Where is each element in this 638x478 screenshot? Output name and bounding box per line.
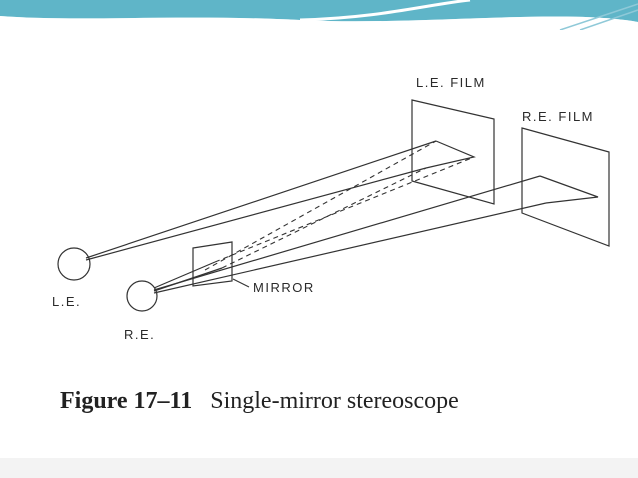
right-eye-ray-top	[153, 175, 541, 291]
figure-number: Figure 17–11	[60, 388, 193, 414]
mirror-ray-a	[153, 261, 216, 289]
footer-band	[0, 458, 638, 478]
left-eye-label: L.E.	[52, 294, 81, 309]
virtual-ray-top	[214, 156, 475, 263]
figure-caption: Figure 17–11 Single-mirror stereoscope	[60, 388, 459, 415]
left-film-image	[425, 140, 476, 169]
right-eye-label: R.E.	[124, 327, 155, 342]
virtual-ray-middle	[204, 140, 437, 271]
left-eye-ray-bottom	[85, 167, 427, 261]
figure-title: Single-mirror stereoscope	[210, 388, 459, 414]
virtual-ray-bottom	[221, 167, 427, 269]
mirror-shape	[192, 241, 233, 287]
mirror-ray-b	[153, 267, 223, 292]
header-band	[0, 0, 638, 30]
right-eye-ray-bottom	[153, 202, 547, 294]
right-film-image	[539, 175, 599, 204]
left-film-label: L.E. FILM	[416, 75, 486, 90]
mirror-label: MIRROR	[253, 280, 315, 295]
right-eye-film	[521, 127, 610, 247]
left-eye-film	[411, 99, 495, 205]
left-eye-ray-top	[85, 140, 437, 259]
right-eye-circle	[126, 280, 158, 312]
right-film-label: R.E. FILM	[522, 109, 594, 124]
mirror-leader-line	[232, 278, 250, 288]
left-eye-circle	[57, 247, 91, 281]
